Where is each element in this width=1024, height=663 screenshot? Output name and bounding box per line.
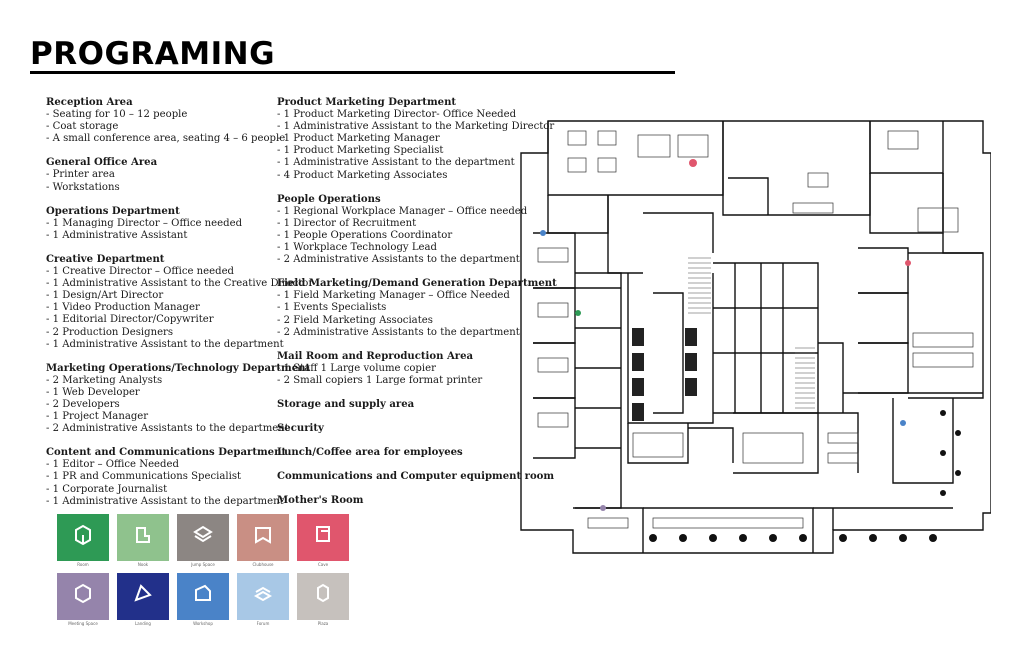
section-title: People Operations	[277, 193, 381, 205]
section-item: - 1 Director of Recruitment	[277, 217, 417, 229]
section-item: - 2 Field Marketing Associates	[277, 314, 433, 326]
section-title: Field Marketing/Demand Generation Depart…	[277, 278, 557, 290]
section-item: - 1 Editorial Director/Copywriter	[46, 314, 214, 326]
section-title: Content and Communications Department	[46, 447, 287, 459]
space-tile-meeting-space: Meeting Space	[57, 573, 109, 626]
section-item: - Seating for 10 – 12 people	[46, 109, 188, 121]
section-lunch-coffee-area-for-employees: Lunch/Coffee area for employees	[277, 447, 522, 459]
section-item: - 1 Creative Director – Office needed	[46, 266, 235, 278]
section-item: - 1 Managing Director – Office needed	[46, 217, 243, 229]
section-item: - Workstations	[46, 181, 120, 193]
section-title: Marketing Operations/Technology Departme…	[46, 362, 311, 374]
space-tile-label: Workshop	[193, 621, 213, 626]
section-item: - 1 Administrative Assistant to the Crea…	[46, 278, 314, 290]
section-item: - Printer area	[46, 169, 115, 181]
section-item: - 1 Product Marketing Manager	[277, 133, 440, 145]
section-item: - 4 Product Marketing Associates	[277, 169, 448, 181]
section-item: - 2 Administrative Assistants to the dep…	[277, 326, 520, 338]
section-item: - 1 Administrative Assistant	[46, 229, 188, 241]
section-security: Security	[277, 423, 522, 435]
section-title: General Office Area	[46, 157, 158, 169]
space-tile-plaza: Plaza	[297, 573, 349, 626]
section-item: - 1 Project Manager	[46, 411, 149, 423]
section-general-office-area: General Office Area- Printer area- Works…	[46, 157, 278, 193]
section-item: - 1 Field Marketing Manager – Office Nee…	[277, 290, 510, 302]
section-storage-and-supply-area: Storage and supply area	[277, 399, 522, 411]
section-mail-room-and-reproduction-area: Mail Room and Reproduction Area- 1 Staff…	[277, 351, 522, 387]
section-title: Operations Department	[46, 205, 180, 217]
section-reception-area: Reception Area- Seating for 10 – 12 peop…	[46, 97, 286, 145]
section-field-marketing-demand-generation-department: Field Marketing/Demand Generation Depart…	[277, 278, 557, 338]
section-item: - 1 Design/Art Director	[46, 290, 164, 302]
section-item: - 2 Developers	[46, 398, 120, 410]
space-tile-forum: Forum	[237, 573, 289, 626]
section-item: - 1 Editor – Office Needed	[46, 459, 179, 471]
section-marketing-operations-technology-department: Marketing Operations/Technology Departme…	[46, 362, 311, 436]
space-tile-label: Forum	[256, 621, 270, 626]
section-item: - 1 People Operations Coordinator	[277, 229, 453, 241]
section-item: - 2 Production Designers	[46, 326, 174, 338]
space-tile-landing: Landing	[117, 573, 169, 626]
section-title: Product Marketing Department	[277, 97, 457, 108]
floor-plan-drawing	[520, 120, 992, 554]
space-tile-workshop: Workshop	[177, 573, 229, 626]
section-mother-s-room: Mother's Room	[277, 495, 522, 507]
section-item: - 2 Marketing Analysts	[46, 374, 163, 386]
section-item: - 1 Administrative Assistant to the depa…	[277, 157, 515, 169]
section-title: Storage and supply area	[277, 398, 415, 410]
space-tile-label: Room	[77, 562, 89, 567]
section-title: Reception Area	[46, 97, 133, 108]
section-item: - 1 Workplace Technology Lead	[277, 242, 437, 254]
page-title: PROGRAMING	[30, 36, 276, 72]
section-item: - 1 Staff 1 Large volume copier	[277, 362, 436, 374]
space-tile-clubhouse: Clubhouse	[237, 514, 289, 567]
section-item: - 2 Administrative Assistants to the dep…	[277, 254, 520, 266]
program-column-left: Reception Area- Seating for 10 – 12 peop…	[46, 97, 314, 520]
section-item: - 1 Web Developer	[46, 386, 140, 398]
section-item: - Coat storage	[46, 121, 119, 133]
floor-plan	[513, 113, 992, 560]
section-operations-department: Operations Department- 1 Managing Direct…	[46, 206, 278, 242]
title-underline	[30, 71, 675, 74]
section-item: - 1 Video Production Manager	[46, 302, 200, 314]
space-tile-label: Meeting Space	[68, 621, 98, 626]
space-tile-label: Clubhouse	[252, 562, 274, 567]
section-item: - 2 Small copiers 1 Large format printer	[277, 374, 483, 386]
space-tile-room: Room	[57, 514, 109, 567]
space-tile-label: Cave	[317, 562, 329, 567]
space-tile-nook: Nook	[117, 514, 169, 567]
section-item: - A small conference area, seating 4 – 6…	[46, 133, 286, 145]
space-tile-label: Nook	[137, 562, 149, 567]
section-item: - 2 Administrative Assistants to the dep…	[46, 423, 289, 435]
section-item: - 1 Administrative Assistant to the Mark…	[277, 121, 555, 133]
section-item: - 1 Product Marketing Director- Office N…	[277, 109, 517, 121]
section-communications-and-computer-equipment-room: Communications and Computer equipment ro…	[277, 471, 555, 483]
program-column-middle: Product Marketing Department- 1 Product …	[277, 97, 557, 519]
space-tile-jump-space: Jump Space	[177, 514, 229, 567]
section-item: - 1 Regional Workplace Manager – Office …	[277, 205, 528, 217]
section-title: Communications and Computer equipment ro…	[277, 471, 555, 483]
section-item: - 1 Administrative Assistant to the depa…	[46, 495, 284, 507]
section-creative-department: Creative Department- 1 Creative Director…	[46, 253, 314, 351]
space-tile-label: Jump Space	[191, 562, 215, 567]
section-title: Lunch/Coffee area for employees	[277, 447, 463, 459]
section-item: - 1 PR and Communications Specialist	[46, 471, 242, 483]
section-title: Mother's Room	[277, 495, 364, 507]
section-title: Creative Department	[46, 253, 165, 265]
section-product-marketing-department: Product Marketing Department- 1 Product …	[277, 97, 555, 182]
space-tile-label: Landing	[135, 621, 151, 626]
section-title: Security	[277, 423, 324, 435]
section-item: - 1 Administrative Assistant to the depa…	[46, 338, 284, 350]
section-item: - 1 Product Marketing Specialist	[277, 145, 444, 157]
section-people-operations: People Operations- 1 Regional Workplace …	[277, 193, 528, 267]
space-tile-label: Plaza	[317, 621, 329, 626]
space-tile-cave: Cave	[297, 514, 349, 567]
section-item: - 1 Events Specialists	[277, 302, 387, 314]
section-title: Mail Room and Reproduction Area	[277, 350, 474, 362]
section-content-and-communications-department: Content and Communications Department- 1…	[46, 447, 287, 507]
section-item: - 1 Corporate Journalist	[46, 483, 168, 495]
